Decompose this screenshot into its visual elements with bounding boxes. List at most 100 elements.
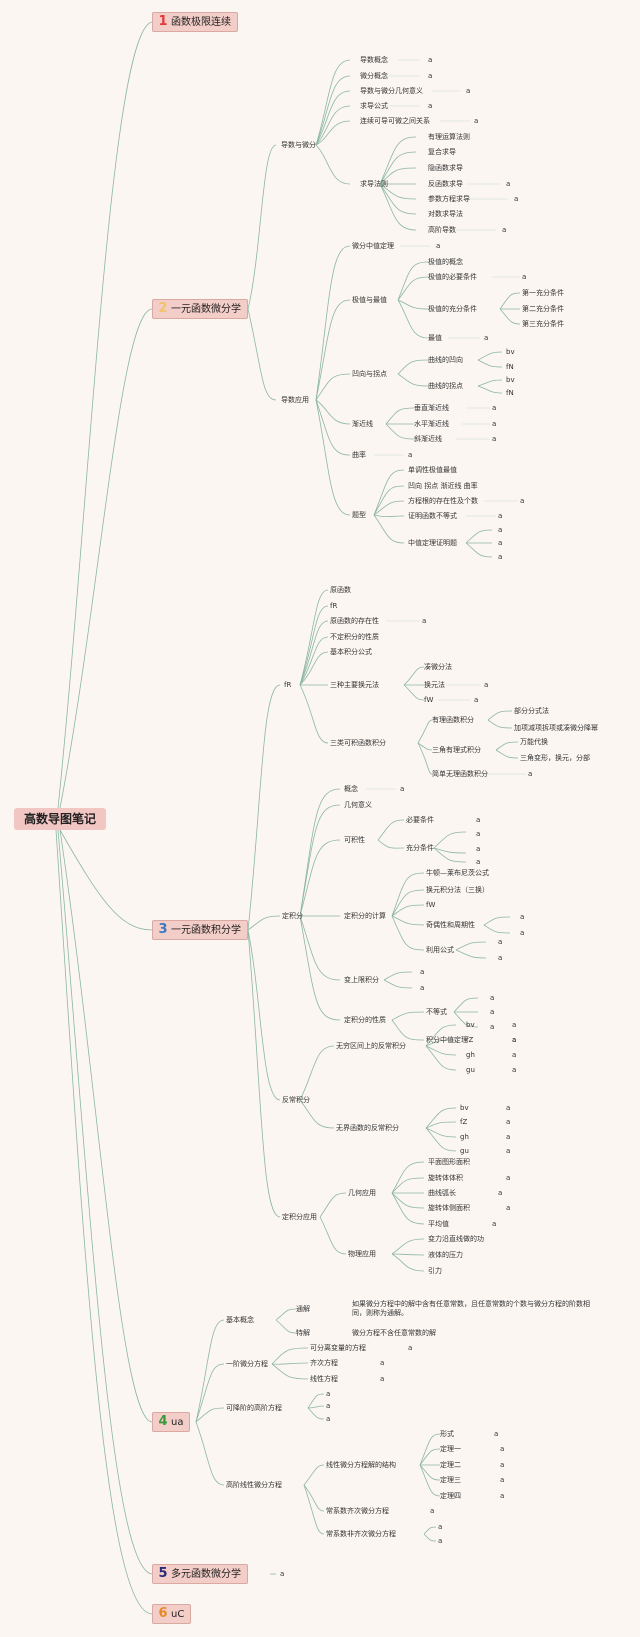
node-b2-ext-2[interactable]: 极值的充分条件: [428, 305, 477, 313]
node-b4-l1-1[interactable]: 一阶微分方程: [226, 1360, 268, 1368]
node-b4-first-0[interactable]: 可分离变量的方程: [310, 1344, 366, 1352]
node-b3-fr-1[interactable]: fR: [330, 602, 338, 610]
node-b3-l1-1[interactable]: 定积分: [282, 912, 303, 920]
node-b3-three-1[interactable]: 三角有理式积分: [432, 746, 481, 754]
node-b2-app-0[interactable]: 微分中值定理: [352, 242, 394, 250]
node-b2-suff-1[interactable]: 第二充分条件: [522, 305, 564, 313]
node-b3-imp-0[interactable]: 无穷区间上的反常积分: [336, 1042, 406, 1050]
node-b3-integ-0[interactable]: 必要条件: [406, 816, 434, 824]
node-b3-trig-1[interactable]: 三角变形，换元，分部: [520, 754, 590, 762]
node-b2-conc-1[interactable]: 曲线的拐点: [428, 382, 463, 390]
node-b3-fr-6[interactable]: 三类可积函数积分: [330, 739, 386, 747]
node-b4-high-2[interactable]: 常系数非齐次微分方程: [326, 1530, 396, 1538]
node-b2-d-0[interactable]: 导数概念: [360, 56, 388, 64]
node-b3-appl-1[interactable]: 物理应用: [348, 1250, 376, 1258]
node-b2-ty-2[interactable]: 方程根的存在性及个数: [408, 497, 478, 505]
node-b2-ext-3[interactable]: 最值: [428, 334, 442, 342]
node-b2-d-5[interactable]: 求导法则: [360, 180, 388, 188]
node-b3-di-5[interactable]: 定积分的性质: [344, 1016, 386, 1024]
node-b3-di-3[interactable]: 定积分的计算: [344, 912, 386, 920]
node-b3-prop-1[interactable]: 积分中值定理: [426, 1036, 468, 1044]
node-b2-l1-1[interactable]: 导数应用: [281, 396, 309, 404]
node-b4-l1-3[interactable]: 高阶线性微分方程: [226, 1481, 282, 1489]
node-b4-struct-2[interactable]: 定理二: [440, 1461, 461, 1469]
node-b2-asym-2[interactable]: 斜渐近线: [414, 435, 442, 443]
node-b4-l1-2[interactable]: 可降阶的高阶方程: [226, 1404, 282, 1412]
node-b3-calc-4[interactable]: 利用公式: [426, 946, 454, 954]
node-b4-high-0[interactable]: 线性微分方程解的结构: [326, 1461, 396, 1469]
node-b3-l1-0[interactable]: fR: [284, 681, 292, 689]
node-b3-l1-2[interactable]: 反常积分: [282, 1096, 310, 1104]
node-b2-rules-2[interactable]: 隐函数求导: [428, 164, 463, 172]
node-b3-fr-0[interactable]: 原函数: [330, 586, 351, 594]
node-b2-rules-6[interactable]: 高阶导数: [428, 226, 456, 234]
node-b3-geo-3[interactable]: 旋转体侧面积: [428, 1204, 470, 1212]
node-b3-di-0[interactable]: 概念: [344, 785, 358, 793]
node-b3-sub-0[interactable]: 凑微分法: [424, 663, 452, 671]
node-b2-ty-1[interactable]: 凹向 拐点 渐近线 曲率: [408, 482, 478, 490]
node-b2-app-5[interactable]: 题型: [352, 511, 366, 519]
node-b4-basic-1[interactable]: 特解: [296, 1329, 310, 1337]
node-b3-imp-1[interactable]: 无界函数的反常积分: [336, 1124, 399, 1132]
node-b3-prop-0[interactable]: 不等式: [426, 1008, 447, 1016]
node-b2-suff-0[interactable]: 第一充分条件: [522, 289, 564, 297]
node-b2-rules-1[interactable]: 复合求导: [428, 148, 456, 156]
node-b2-ext-0[interactable]: 极值的概念: [428, 258, 463, 266]
node-b2-ty-4[interactable]: 中值定理证明题: [408, 539, 457, 547]
node-b4-struct-4[interactable]: 定理四: [440, 1492, 461, 1500]
node-b4-first-2[interactable]: 线性方程: [310, 1375, 338, 1383]
node-b3-sub-1[interactable]: 换元法: [424, 681, 445, 689]
node-b2-ext-1[interactable]: 极值的必要条件: [428, 273, 477, 281]
node-b2-rules-3[interactable]: 反函数求导: [428, 180, 463, 188]
node-b3-fr-5[interactable]: 三种主要换元法: [330, 681, 379, 689]
node-b3-di-1[interactable]: 几何意义: [344, 801, 372, 809]
node-b2-rules-0[interactable]: 有理运算法则: [428, 133, 470, 141]
node-b2-d-1[interactable]: 微分概念: [360, 72, 388, 80]
node-b2-rules-5[interactable]: 对数求导法: [428, 210, 463, 218]
node-b4-struct-3[interactable]: 定理三: [440, 1476, 461, 1484]
node-b2-app-1[interactable]: 极值与最值: [352, 296, 387, 304]
node-b2-d-4[interactable]: 连续可导可微之间关系: [360, 117, 430, 125]
node-b2-suff-2[interactable]: 第三充分条件: [522, 320, 564, 328]
root-node[interactable]: 高数导图笔记: [14, 808, 106, 830]
node-b4-l1-0[interactable]: 基本概念: [226, 1316, 254, 1324]
node-b3-phy-1[interactable]: 液体的压力: [428, 1251, 463, 1259]
node-b2-asym-0[interactable]: 垂直渐近线: [414, 404, 449, 412]
node-b3-ratl-0[interactable]: 部分分式法: [514, 707, 549, 715]
node-b2-conc-0[interactable]: 曲线的凹向: [428, 356, 463, 364]
node-b2-app-4[interactable]: 曲率: [352, 451, 366, 459]
node-b3-phy-0[interactable]: 变力沿直线做的功: [428, 1235, 484, 1243]
node-b3-geo-0[interactable]: 平面图形面积: [428, 1158, 470, 1166]
node-b3-trig-0[interactable]: 万能代换: [520, 738, 548, 746]
node-b3-fr-4[interactable]: 基本积分公式: [330, 648, 372, 656]
node-b3-l1-3[interactable]: 定积分应用: [282, 1213, 317, 1221]
node-b2-d-2[interactable]: 导数与微分几何意义: [360, 87, 423, 95]
node-b3-three-0[interactable]: 有理函数积分: [432, 716, 474, 724]
node-b3-phy-2[interactable]: 引力: [428, 1267, 442, 1275]
node-b2-l1-0[interactable]: 导数与微分: [281, 141, 316, 149]
node-b3-calc-2[interactable]: fW: [426, 901, 436, 909]
node-b3-fr-3[interactable]: 不定积分的性质: [330, 633, 379, 641]
node-b4-basic-0[interactable]: 通解: [296, 1305, 310, 1313]
node-b3-three-2[interactable]: 简单无理函数积分: [432, 770, 488, 778]
node-b3-integ-1[interactable]: 充分条件: [406, 844, 434, 852]
node-b2-ty-3[interactable]: 证明函数不等式: [408, 512, 457, 520]
node-b2-asym-1[interactable]: 水平渐近线: [414, 420, 449, 428]
node-b3-calc-3[interactable]: 奇偶性和周期性: [426, 921, 475, 929]
node-b4-struct-1[interactable]: 定理一: [440, 1445, 461, 1453]
node-b4-struct-0[interactable]: 形式: [440, 1430, 454, 1438]
node-b3-appl-0[interactable]: 几何应用: [348, 1189, 376, 1197]
node-b2-app-2[interactable]: 凹向与拐点: [352, 370, 387, 378]
node-b3-geo-4[interactable]: 平均值: [428, 1220, 449, 1228]
node-b3-geo-1[interactable]: 旋转体体积: [428, 1174, 463, 1182]
node-b4-high-1[interactable]: 常系数齐次微分方程: [326, 1507, 389, 1515]
node-b3-ratl-1[interactable]: 加项减项拆项或凑微分降幂: [514, 724, 598, 732]
node-b2-d-3[interactable]: 求导公式: [360, 102, 388, 110]
node-b3-di-4[interactable]: 变上限积分: [344, 976, 379, 984]
